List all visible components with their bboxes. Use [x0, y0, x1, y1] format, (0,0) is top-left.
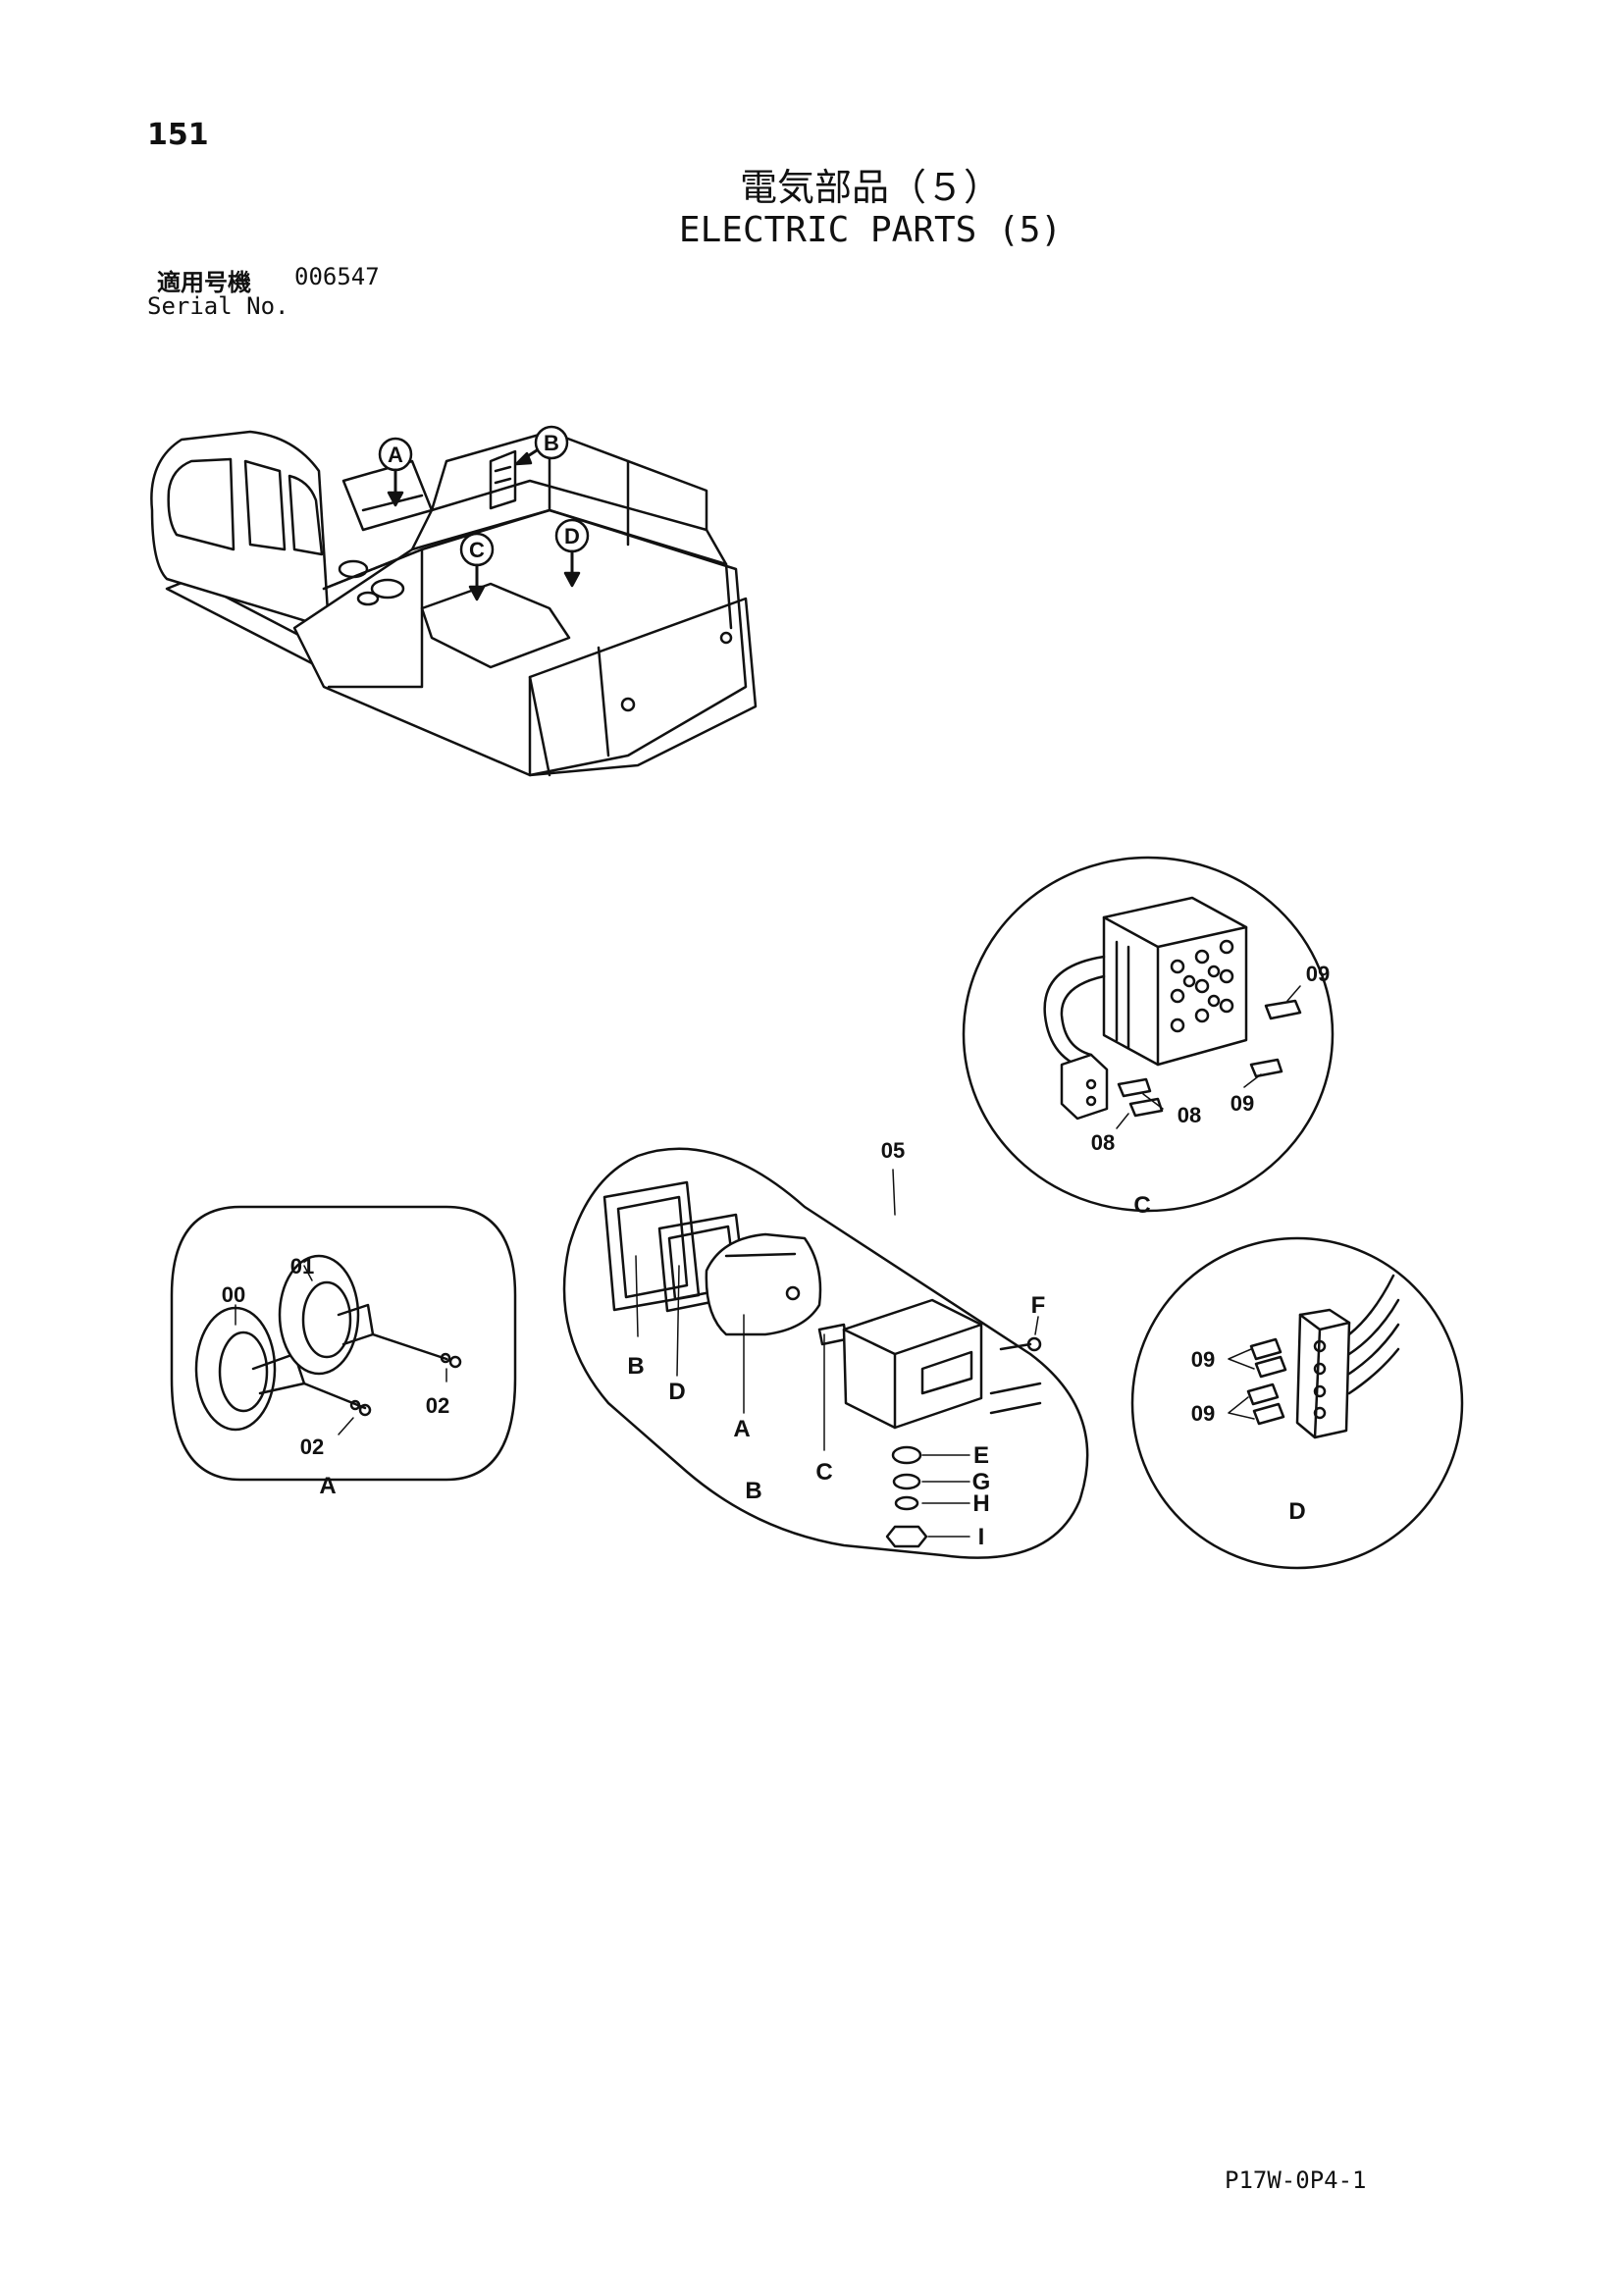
detail-c: 09 09 08 08 C — [962, 856, 1335, 1219]
serial-label-english: Serial No. — [147, 292, 289, 320]
detail-b-label: B — [745, 1478, 761, 1504]
overview-callout-b-label: B — [544, 431, 559, 455]
detail-d-label: D — [1288, 1498, 1305, 1525]
detail-a-label: A — [319, 1473, 336, 1499]
detail-d-part-09-top: 09 — [1191, 1347, 1215, 1372]
overview-callout-a: A — [378, 437, 413, 507]
serial-number: 006547 — [294, 263, 380, 290]
overview-callout-b: B — [514, 425, 569, 466]
detail-c-part-08-left: 08 — [1091, 1130, 1115, 1155]
detail-a-part-02-left: 02 — [300, 1435, 324, 1459]
page-title-english: ELECTRIC PARTS (5) — [678, 210, 1063, 250]
detail-b-letter-f: F — [1031, 1292, 1046, 1319]
detail-d-part-09-bottom: 09 — [1191, 1401, 1215, 1426]
detail-d: 09 09 D — [1130, 1236, 1464, 1570]
document-code: P17W-0P4-1 — [1225, 2166, 1367, 2194]
detail-b-letter-g: G — [972, 1469, 991, 1495]
detail-b-letter-e: E — [973, 1442, 989, 1469]
detail-b-letter-c: C — [815, 1459, 832, 1486]
detail-c-part-09-top: 09 — [1306, 962, 1330, 986]
detail-b-letter-i: I — [978, 1524, 985, 1550]
detail-c-label: C — [1133, 1192, 1150, 1219]
detail-b-assembly-05: 05 — [881, 1138, 905, 1163]
serial-label-japanese: 適用号機 — [157, 269, 251, 296]
detail-c-part-09-bottom: 09 — [1230, 1091, 1254, 1116]
excavator-overview — [150, 430, 758, 777]
detail-b: 05 B D A C F E G H I B — [562, 1138, 1089, 1559]
detail-b-letter-a: A — [733, 1416, 750, 1442]
overview-callout-c: C — [459, 532, 495, 601]
overview-callout-c-label: C — [469, 538, 485, 562]
detail-b-letter-d: D — [668, 1379, 685, 1405]
detail-a-part-01: 01 — [290, 1254, 314, 1278]
detail-a: 00 01 02 02 A — [170, 1205, 517, 1499]
page-number: 151 — [147, 118, 209, 152]
page-title-japanese: 電気部品（５） — [739, 166, 1001, 209]
detail-a-part-00: 00 — [222, 1282, 245, 1307]
detail-b-letter-h: H — [972, 1490, 989, 1517]
overview-callout-a-label: A — [388, 443, 403, 467]
detail-a-part-02-right: 02 — [426, 1393, 449, 1418]
detail-c-part-08-right: 08 — [1178, 1103, 1201, 1127]
detail-b-letter-b: B — [627, 1353, 644, 1380]
overview-callout-d: D — [554, 518, 590, 588]
overview-callout-d-label: D — [564, 524, 580, 548]
